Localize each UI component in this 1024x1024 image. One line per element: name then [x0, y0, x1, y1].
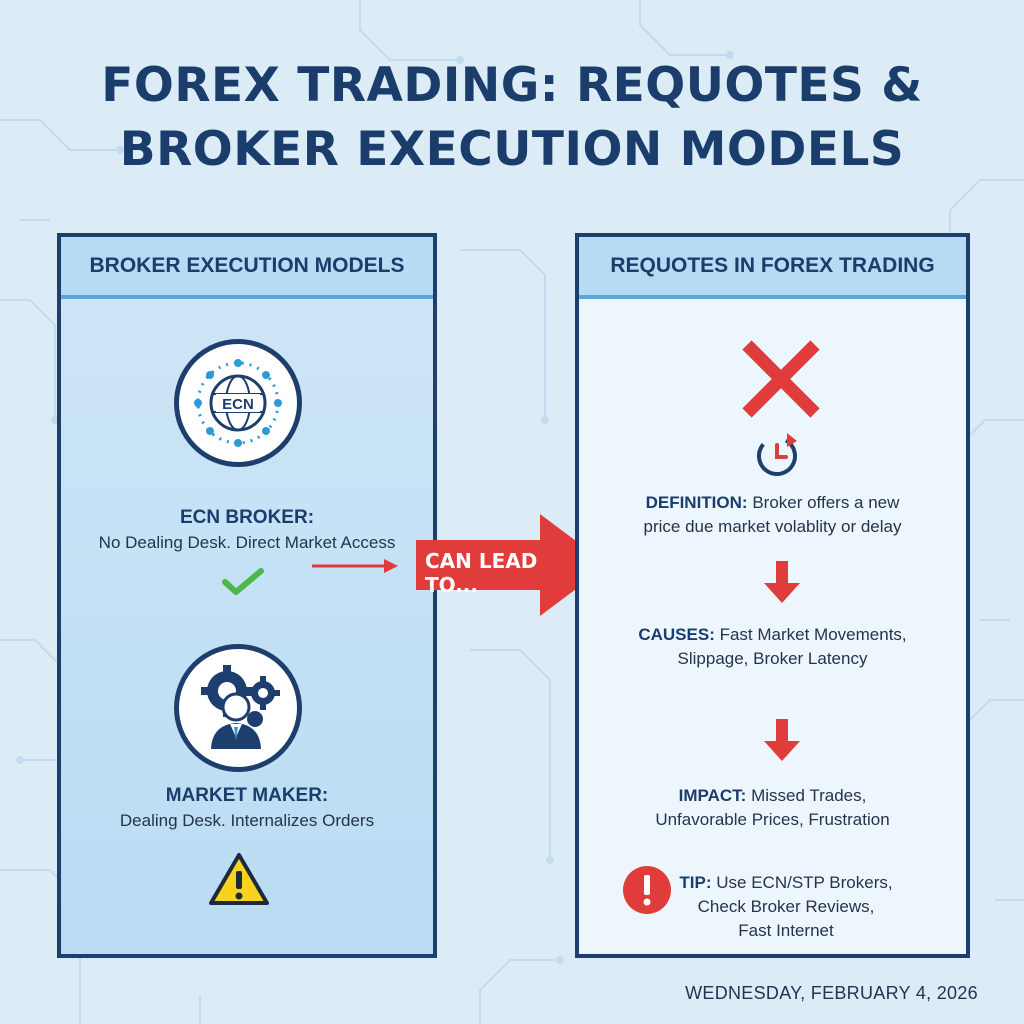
causes-title: CAUSES: — [638, 625, 715, 644]
impact-line-2: Unfavorable Prices, Frustration — [655, 810, 890, 829]
ecn-broker-description: No Dealing Desk. Direct Market Access — [98, 533, 396, 552]
definition-line-2: price due market volablity or delay — [643, 517, 902, 536]
broker-execution-models-panel: BROKER EXECUTION MODELS ECN ECN BROKER: … — [57, 233, 437, 958]
ecn-broker-title: ECN BROKER: — [179, 507, 315, 528]
timer-icon — [757, 433, 797, 476]
red-x-icon — [742, 340, 820, 418]
can-lead-to-label: CAN LEAD TO... — [425, 549, 538, 597]
alert-icon — [623, 866, 671, 914]
footer-date: WEDNESDAY, FEBRUARY 4, 2026 — [685, 983, 978, 1003]
definition-block: DEFINITION: Broker offers a new price du… — [579, 491, 966, 539]
ecn-icon: ECN — [174, 339, 302, 467]
tip-block: TIP: Use ECN/STP Brokers, Check Broker R… — [671, 871, 901, 943]
left-panel-header: BROKER EXECUTION MODELS — [61, 237, 433, 299]
impact-title: IMPACT: — [678, 786, 747, 805]
down-arrow-icon — [764, 561, 800, 603]
ecn-broker-block: ECN BROKER: No Dealing Desk. Direct Mark… — [61, 505, 433, 555]
tip-line-2: Check Broker Reviews, — [697, 897, 875, 916]
causes-line-2: Slippage, Broker Latency — [677, 649, 868, 668]
tip-line-3: Fast Internet — [738, 921, 834, 940]
causes-block: CAUSES: Fast Market Movements, Slippage,… — [579, 623, 966, 671]
warning-icon — [209, 853, 269, 905]
checkmark-icon — [222, 568, 264, 595]
market-maker-description: Dealing Desk. Internalizes Orders — [119, 811, 375, 830]
page-title-line-2: BROKER EXECUTION MODELS — [119, 122, 905, 177]
right-panel-header: REQUOTES IN FOREX TRADING — [579, 237, 966, 299]
market-maker-block: MARKET MAKER: Dealing Desk. Internalizes… — [61, 783, 433, 833]
definition-line-1: Broker offers a new — [752, 493, 900, 512]
tip-title: TIP: — [679, 873, 712, 892]
market-maker-icon — [174, 644, 302, 772]
can-lead-to-arrow — [416, 514, 608, 616]
market-maker-title: MARKET MAKER: — [165, 785, 329, 806]
impact-line-1: Missed Trades, — [751, 786, 867, 805]
ecn-badge-text: ECN — [222, 396, 254, 413]
page-title-line-1: FOREX TRADING: REQUOTES & — [101, 58, 923, 113]
causes-line-1: Fast Market Movements, — [719, 625, 907, 644]
tip-line-1: Use ECN/STP Brokers, — [716, 873, 893, 892]
definition-title: DEFINITION: — [645, 493, 748, 512]
requotes-panel: REQUOTES IN FOREX TRADING DEFINITION: Br… — [575, 233, 970, 958]
connector-small-arrow — [312, 559, 398, 573]
down-arrow-icon — [764, 719, 800, 761]
impact-block: IMPACT: Missed Trades, Unfavorable Price… — [579, 784, 966, 832]
page-title: FOREX TRADING: REQUOTES & BROKER EXECUTI… — [0, 54, 1024, 182]
